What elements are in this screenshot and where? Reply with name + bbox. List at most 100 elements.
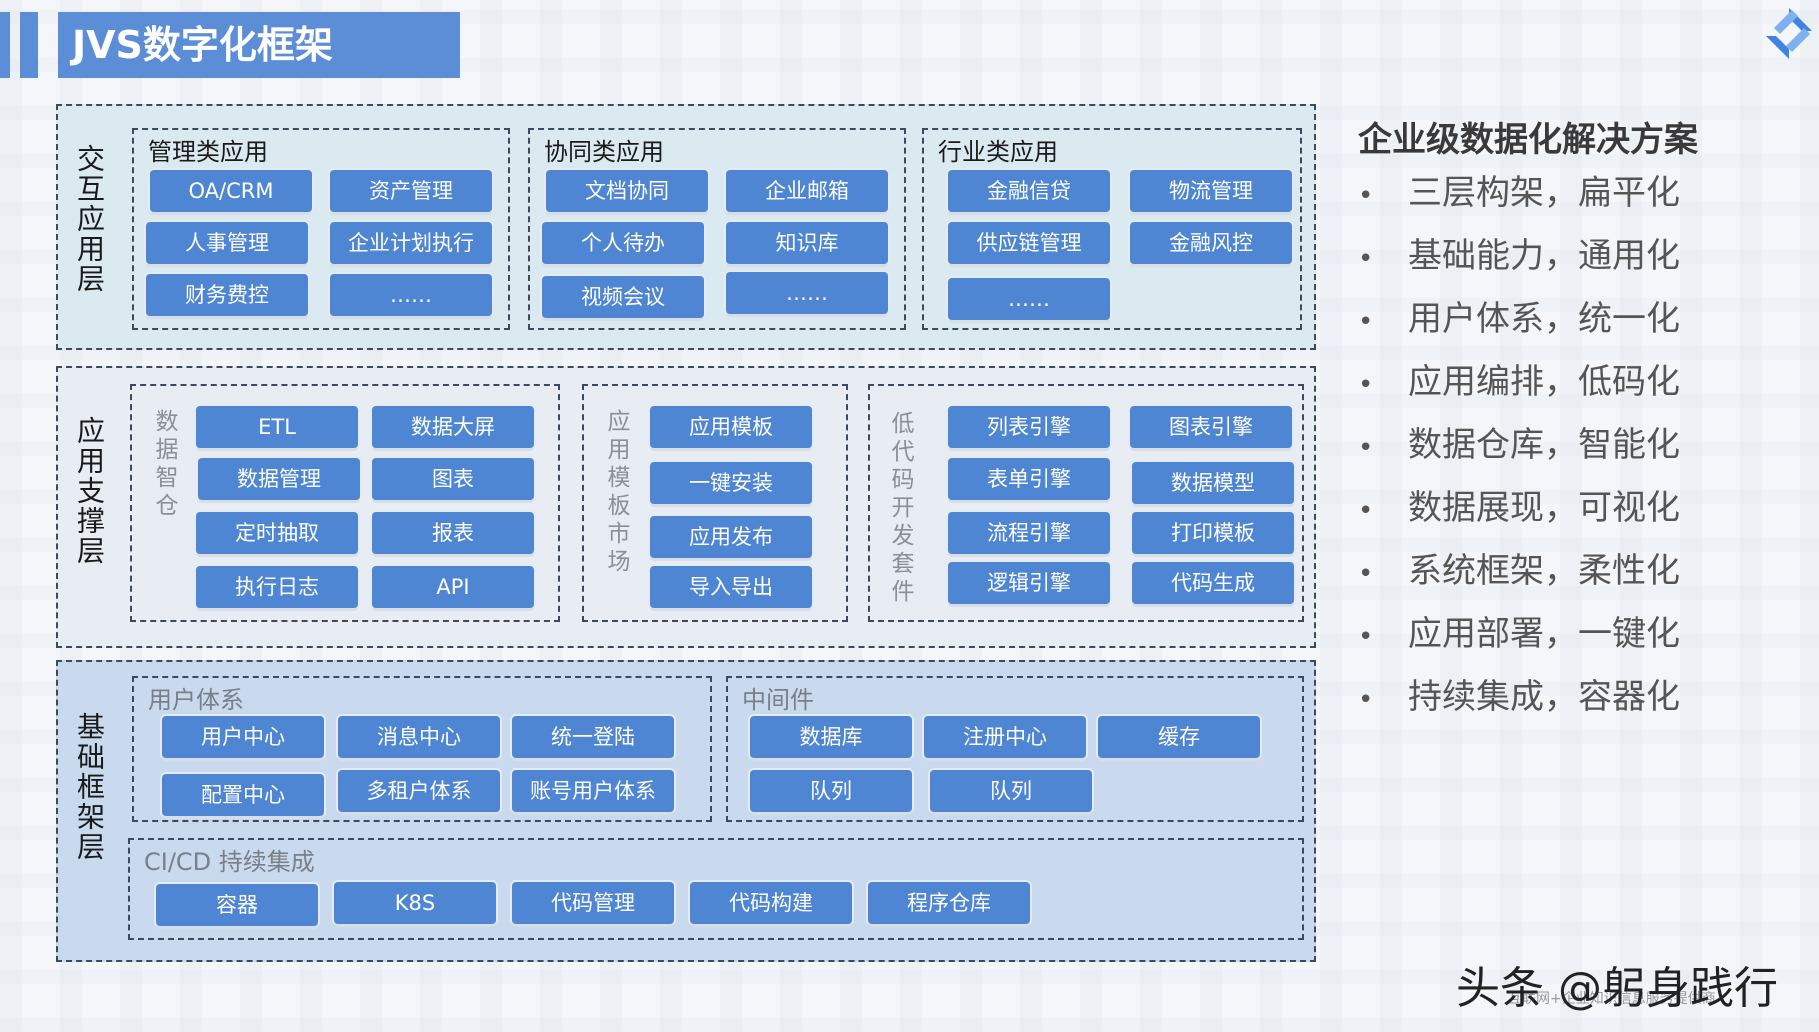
group-cicd: CI/CD 持续集成 容器 K8S 代码管理 代码构建 程序仓库	[128, 838, 1304, 940]
feature-text: 用户体系，统一化	[1408, 299, 1680, 339]
layer-support: 应用支撑层 数据智仓 ETL 数据大屏 数据管理 图表 定时抽取 报表 执行日志…	[56, 366, 1316, 648]
feature-list: •三层构架，扁平化 •基础能力，通用化 •用户体系，统一化 •应用编排，低码化 …	[1358, 168, 1680, 735]
infra-button[interactable]: 程序仓库	[868, 882, 1030, 924]
app-button[interactable]: 企业邮箱	[726, 170, 888, 212]
app-button[interactable]: OA/CRM	[150, 170, 312, 212]
app-button[interactable]: 财务费控	[146, 274, 308, 316]
feature-text: 应用部署，一键化	[1408, 614, 1680, 654]
feature-text: 三层构架，扁平化	[1408, 173, 1680, 213]
bullet-icon: •	[1358, 433, 1374, 463]
group-title: 协同类应用	[544, 138, 664, 166]
tool-button[interactable]: ETL	[196, 406, 358, 448]
infra-button[interactable]: 队列	[750, 770, 912, 812]
infra-button[interactable]: 代码管理	[512, 882, 674, 924]
app-button[interactable]: 视频会议	[542, 276, 704, 318]
feature-text: 应用编排，低码化	[1408, 362, 1680, 402]
infra-button[interactable]: 注册中心	[924, 716, 1086, 758]
group-industry-apps: 行业类应用 金融信贷 物流管理 供应链管理 金融风控 ……	[922, 128, 1302, 330]
infra-button[interactable]: 缓存	[1098, 716, 1260, 758]
app-button[interactable]: 个人待办	[542, 222, 704, 264]
feature-item: • 系统框架，柔性化	[1358, 546, 1680, 609]
app-button[interactable]: 文档协同	[546, 170, 708, 212]
bullet-icon: •	[1358, 370, 1374, 400]
tool-button[interactable]: 代码生成	[1132, 562, 1294, 604]
tool-button[interactable]: 表单引擎	[948, 458, 1110, 500]
feature-item: •数据仓库，智能化	[1358, 420, 1680, 483]
feature-text: 数据展现，可视化	[1408, 488, 1680, 528]
feature-item: • 三层构架，扁平化	[1358, 168, 1680, 231]
group-vertical-label: 数据智仓	[155, 409, 179, 519]
bullet-icon: •	[1358, 181, 1374, 211]
group-title: CI/CD 持续集成	[144, 848, 315, 876]
group-middleware: 中间件 数据库 注册中心 缓存 队列 队列	[726, 676, 1304, 822]
tool-button[interactable]: 列表引擎	[948, 406, 1110, 448]
app-button[interactable]: 资产管理	[330, 170, 492, 212]
infra-button[interactable]: 统一登陆	[512, 716, 674, 758]
tool-button[interactable]: 执行日志	[196, 566, 358, 608]
app-button[interactable]: ……	[948, 278, 1110, 320]
group-vertical-label: 低代码开发套件	[891, 411, 915, 605]
app-button[interactable]: ……	[726, 272, 888, 314]
infra-button[interactable]: 配置中心	[162, 774, 324, 816]
title-decor-stripe	[20, 12, 38, 78]
feature-text: 系统框架，柔性化	[1408, 551, 1680, 591]
tool-button[interactable]: 图表	[372, 458, 534, 500]
tool-button[interactable]: 报表	[372, 512, 534, 554]
app-button[interactable]: 金融风控	[1130, 222, 1292, 264]
disclaimer-text: 互联网+企业知识信息服务提供商	[1508, 991, 1716, 1007]
bullet-icon: •	[1358, 559, 1374, 589]
infra-button[interactable]: 数据库	[750, 716, 912, 758]
feature-text: 持续集成，容器化	[1408, 677, 1680, 717]
tool-button[interactable]: 流程引擎	[948, 512, 1110, 554]
tool-button[interactable]: 应用发布	[650, 516, 812, 558]
app-button[interactable]: 人事管理	[146, 222, 308, 264]
infra-button[interactable]: 用户中心	[162, 716, 324, 758]
layer-label: 应用支撑层	[73, 416, 106, 566]
group-lowcode-suite: 低代码开发套件 列表引擎 图表引擎 表单引擎 数据模型 流程引擎 打印模板 逻辑…	[868, 384, 1304, 622]
feature-item: •持续集成，容器化	[1358, 672, 1680, 735]
logo-icon	[1766, 8, 1812, 59]
layer-foundation: 基础框架层 用户体系 用户中心 消息中心 统一登陆 配置中心 多租户体系 账号用…	[56, 660, 1316, 962]
tool-button[interactable]: API	[372, 566, 534, 608]
page-title: JVS数字化框架	[58, 12, 460, 78]
infra-button[interactable]: 容器	[156, 884, 318, 926]
feature-item: •基础能力，通用化	[1358, 231, 1680, 294]
bullet-icon: •	[1358, 496, 1374, 526]
infra-button[interactable]: 消息中心	[338, 716, 500, 758]
tool-button[interactable]: 打印模板	[1132, 512, 1294, 554]
solution-title: 企业级数据化解决方案	[1358, 120, 1698, 160]
app-button[interactable]: 知识库	[726, 222, 888, 264]
app-button[interactable]: ……	[330, 274, 492, 316]
tool-button[interactable]: 数据大屏	[372, 406, 534, 448]
group-user-system: 用户体系 用户中心 消息中心 统一登陆 配置中心 多租户体系 账号用户体系	[132, 676, 712, 822]
tool-button[interactable]: 定时抽取	[196, 512, 358, 554]
watermark: 头条 @躬身践行	[1456, 963, 1778, 1014]
infra-button[interactable]: K8S	[334, 882, 496, 924]
group-collab-apps: 协同类应用 文档协同 企业邮箱 个人待办 知识库 视频会议 ……	[528, 128, 906, 330]
infra-button[interactable]: 多租户体系	[338, 770, 500, 812]
group-vertical-label: 应用模板市场	[607, 409, 631, 575]
app-button[interactable]: 供应链管理	[948, 222, 1110, 264]
tool-button[interactable]: 逻辑引擎	[948, 562, 1110, 604]
tool-button[interactable]: 应用模板	[650, 406, 812, 448]
app-button[interactable]: 金融信贷	[948, 170, 1110, 212]
infra-button[interactable]: 代码构建	[690, 882, 852, 924]
infra-button[interactable]: 队列	[930, 770, 1092, 812]
tool-button[interactable]: 导入导出	[650, 566, 812, 608]
group-title: 行业类应用	[938, 138, 1058, 166]
group-data-warehouse: 数据智仓 ETL 数据大屏 数据管理 图表 定时抽取 报表 执行日志 API	[130, 384, 560, 622]
app-button[interactable]: 物流管理	[1130, 170, 1292, 212]
tool-button[interactable]: 图表引擎	[1130, 406, 1292, 448]
tool-button[interactable]: 数据管理	[198, 458, 360, 500]
layer-label: 基础框架层	[73, 712, 106, 862]
feature-item: •应用部署，一键化	[1358, 609, 1680, 672]
app-button[interactable]: 企业计划执行	[330, 222, 492, 264]
infra-button[interactable]: 账号用户体系	[512, 770, 674, 812]
layer-label: 交互应用层	[73, 144, 106, 294]
tool-button[interactable]: 数据模型	[1132, 462, 1294, 504]
title-decor-stripe	[0, 12, 10, 78]
feature-item: •用户体系，统一化	[1358, 294, 1680, 357]
tool-button[interactable]: 一键安装	[650, 462, 812, 504]
group-title: 用户体系	[148, 686, 244, 714]
group-title: 中间件	[742, 686, 814, 714]
